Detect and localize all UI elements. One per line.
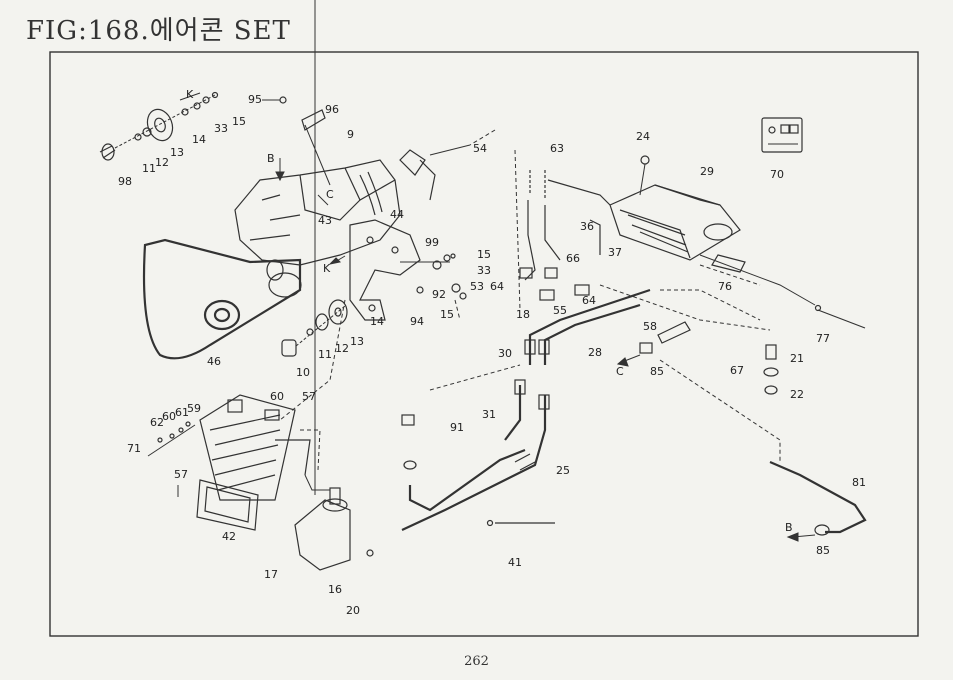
callout-label: 13 [350, 335, 364, 348]
callout-label: 96 [325, 103, 339, 116]
callout-label: 98 [118, 175, 132, 188]
callout-label: C [616, 365, 624, 378]
callout-label: 64 [490, 280, 504, 293]
hose-fittings [401, 339, 550, 471]
callout-label: 57 [174, 468, 188, 481]
callout-label: 16 [328, 583, 342, 596]
callout-label: 11 [318, 348, 332, 361]
callout-label: K [186, 88, 194, 101]
callout-label: 15 [232, 115, 246, 128]
callout-label: 57 [302, 390, 316, 403]
callout-label: 81 [852, 476, 866, 489]
callout-label: 15 [440, 308, 454, 321]
compressor [234, 159, 401, 298]
callout-label: 71 [127, 442, 141, 455]
callout-label: 58 [643, 320, 657, 333]
condenser-cover-42 [196, 479, 259, 531]
figure-title: FIG:168.에어콘 SET [26, 16, 291, 46]
callout-label: 43 [318, 214, 332, 227]
evaporator-unit [609, 155, 741, 261]
callout-label: 77 [816, 332, 830, 345]
switch-panel-70 [761, 117, 803, 153]
cable-77 [699, 254, 866, 329]
mount-bracket [349, 219, 421, 321]
callout-label: 14 [370, 315, 384, 328]
callout-label: 64 [582, 294, 596, 307]
drive-belt [142, 238, 302, 360]
callout-label: 60 [162, 410, 176, 423]
callout-label: 66 [566, 252, 580, 265]
callout-label: 70 [770, 168, 784, 181]
callout-label: 85 [650, 365, 664, 378]
callout-label: 63 [550, 142, 564, 155]
callout-label: 28 [588, 346, 602, 359]
callout-label: 44 [390, 208, 404, 221]
callout-label: 12 [335, 342, 349, 355]
callout-label: 46 [207, 355, 221, 368]
callout-label: 61 [175, 406, 189, 419]
callout-label: 99 [425, 236, 439, 249]
callout-label: 92 [432, 288, 446, 301]
lower-pulley-assembly [281, 299, 348, 357]
callout-label: 33 [214, 122, 228, 135]
callout-label: 91 [450, 421, 464, 434]
page-number: 262 [464, 654, 489, 669]
callout-label: 29 [700, 165, 714, 178]
callout-label: 95 [248, 93, 262, 106]
hose-lines [401, 288, 651, 531]
evaporator-pipes [519, 170, 611, 301]
callout-label: 25 [556, 464, 570, 477]
bolt-41 [486, 519, 555, 527]
callout-label: 85 [816, 544, 830, 557]
callout-label: C [326, 188, 334, 201]
callout-label: 42 [222, 530, 236, 543]
leader-lines [279, 129, 781, 471]
callout-label: 67 [730, 364, 744, 377]
callout-label: 24 [636, 130, 650, 143]
bracket-96 [262, 96, 331, 186]
callout-label: 55 [553, 304, 567, 317]
callout-label: 14 [192, 133, 206, 146]
callout-label: 36 [580, 220, 594, 233]
callout-label: 94 [410, 315, 424, 328]
callout-label: 15 [477, 248, 491, 261]
callout-label: 33 [477, 264, 491, 277]
callout-label: 37 [608, 246, 622, 259]
callout-label: 20 [346, 604, 360, 617]
callout-label: B [267, 152, 275, 165]
callout-label: 13 [170, 146, 184, 159]
callout-label: 31 [482, 408, 496, 421]
bracket-hardware [400, 253, 467, 300]
callout-label: 30 [498, 347, 512, 360]
callout-label: 22 [790, 388, 804, 401]
receiver-drier [294, 0, 374, 571]
top-pulley-assembly [99, 91, 219, 161]
callout-label: 10 [296, 366, 310, 379]
callout-label: 53 [470, 280, 484, 293]
callout-label: 17 [264, 568, 278, 581]
callout-label: 76 [718, 280, 732, 293]
callout-label: 60 [270, 390, 284, 403]
clamp-85b [814, 524, 830, 536]
callout-label: 12 [155, 156, 169, 169]
small-fittings [639, 321, 779, 395]
condenser-fittings [147, 421, 196, 497]
callout-label: 9 [347, 128, 354, 141]
callout-label: 54 [473, 142, 487, 155]
callout-label: 62 [150, 416, 164, 429]
condenser [199, 394, 311, 501]
callout-label: 59 [187, 402, 201, 415]
callout-label: 21 [790, 352, 804, 365]
flow-arrows [179, 92, 816, 542]
hose-81 [769, 460, 867, 534]
callout-label: B [785, 521, 793, 534]
bracket-54 [399, 144, 471, 201]
callout-label: 18 [516, 308, 530, 321]
callout-label: 41 [508, 556, 522, 569]
callout-label: 11 [142, 162, 156, 175]
diagram-frame [49, 51, 919, 637]
callout-label: K [323, 262, 331, 275]
